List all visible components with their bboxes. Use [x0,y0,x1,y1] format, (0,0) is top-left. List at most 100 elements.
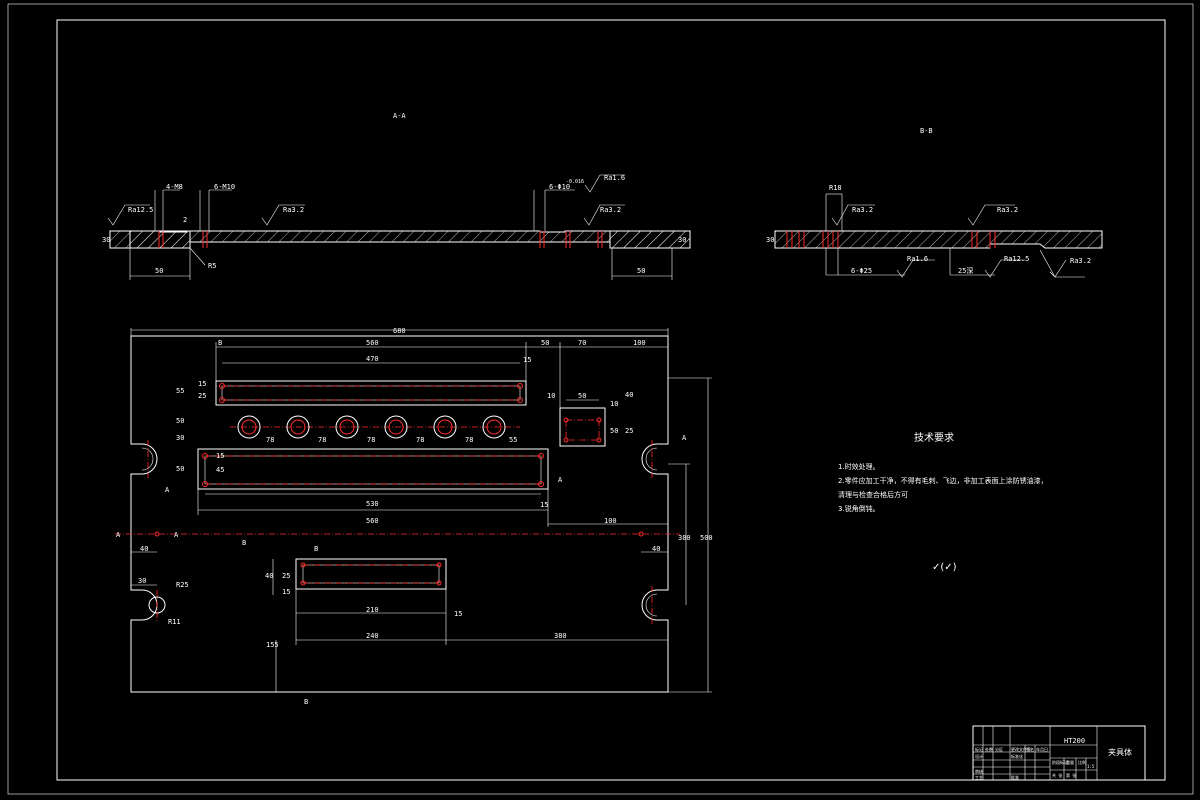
svg-text:Ra3.2: Ra3.2 [1070,257,1091,265]
svg-text:30: 30 [176,434,184,442]
svg-text:分区: 分区 [995,746,1003,752]
svg-text:210: 210 [366,606,379,614]
svg-text:阶段标记: 阶段标记 [1052,759,1068,765]
svg-text:Ra1.6: Ra1.6 [907,255,928,263]
section-bb: B-B R18 Ra3.2 Ra3.2 Ra1.6 Ra12.5 Ra3.2 6… [766,127,1103,278]
svg-text:25: 25 [198,392,206,400]
svg-text:清理与检查合格后方可: 清理与检查合格后方可 [838,490,908,499]
svg-text:10: 10 [547,392,555,400]
svg-text:380: 380 [554,632,567,640]
svg-text:380: 380 [678,534,691,542]
svg-text:签名: 签名 [1026,746,1034,752]
svg-text:1:5: 1:5 [1087,764,1095,769]
svg-text:40: 40 [265,572,273,580]
svg-text:15: 15 [216,452,224,460]
svg-text:500: 500 [700,534,713,542]
svg-text:HT200: HT200 [1064,737,1085,745]
svg-text:50: 50 [176,417,184,425]
svg-text:50: 50 [155,267,163,275]
svg-text:78: 78 [416,436,424,444]
svg-text:6-M10: 6-M10 [214,183,235,191]
svg-text:50: 50 [610,427,618,435]
svg-text:工艺: 工艺 [975,775,983,780]
tech-requirements: 技术要求 1.时效处理。 2.零件应加工干净，不得有毛刺、飞边，非加工表面上涂防… [838,431,1048,573]
svg-text:50: 50 [578,392,586,400]
svg-text:-0.016: -0.016 [566,179,584,185]
svg-text:50: 50 [176,465,184,473]
svg-text:R11: R11 [168,618,181,626]
svg-text:B: B [304,698,308,706]
svg-text:55: 55 [176,387,184,395]
svg-text:重量: 重量 [1066,759,1074,765]
svg-text:30: 30 [678,236,686,244]
svg-text:25: 25 [625,427,633,435]
svg-text:560: 560 [366,339,379,347]
plan-view: 680 560 470 15 50 70 100 55 15 25 50 30 … [115,327,713,706]
svg-text:100: 100 [604,517,617,525]
svg-text:100: 100 [633,339,646,347]
section-aa-label: A-A [393,112,406,120]
svg-text:25深: 25深 [958,266,973,275]
svg-text:15: 15 [523,356,531,364]
svg-text:年月日: 年月日 [1036,746,1048,752]
svg-text:50: 50 [637,267,645,275]
svg-text:240: 240 [366,632,379,640]
svg-text:680: 680 [393,327,406,335]
svg-text:45: 45 [216,466,224,474]
inner-frame [56,19,1166,781]
svg-text:15: 15 [198,380,206,388]
svg-text:✓(✓): ✓(✓) [932,562,957,573]
svg-text:B-B: B-B [920,127,933,135]
svg-text:155: 155 [266,641,279,649]
svg-text:A: A [165,486,170,494]
svg-text:78: 78 [367,436,375,444]
svg-text:A: A [558,476,563,484]
svg-text:78: 78 [318,436,326,444]
svg-text:审核: 审核 [975,768,983,774]
svg-text:Ra3.2: Ra3.2 [283,206,304,214]
svg-text:处数: 处数 [985,746,993,752]
title-block: HT200 夹具体 标记 处数 分区 更改文件号 签名 年月日 设计 标准化 审… [972,725,1146,781]
svg-text:3.锐角倒钝。: 3.锐角倒钝。 [838,504,880,513]
svg-text:共 张: 共 张 [1052,772,1062,778]
svg-text:530: 530 [366,500,379,508]
svg-text:A: A [174,531,179,539]
svg-text:设计: 设计 [975,753,983,759]
svg-text:Ra3.2: Ra3.2 [852,206,873,214]
svg-text:25: 25 [282,572,290,580]
svg-text:2: 2 [183,216,187,224]
svg-text:B: B [218,339,222,347]
svg-text:55: 55 [509,436,517,444]
svg-text:40: 40 [652,545,660,553]
svg-text:Ra1.6: Ra1.6 [604,174,625,182]
svg-text:470: 470 [366,355,379,363]
hole-row [237,415,506,439]
svg-text:4-M8: 4-M8 [166,183,183,191]
svg-text:30: 30 [102,236,110,244]
svg-text:标准化: 标准化 [1011,753,1023,759]
svg-text:15: 15 [282,588,290,596]
svg-text:30: 30 [766,236,774,244]
svg-text:30: 30 [138,577,146,585]
svg-text:78: 78 [465,436,473,444]
svg-text:70: 70 [578,339,586,347]
svg-text:标记: 标记 [975,746,983,752]
svg-text:1.时效处理。: 1.时效处理。 [838,462,880,471]
svg-text:R18: R18 [829,184,842,192]
svg-text:Ra12.5: Ra12.5 [128,206,153,214]
svg-text:10: 10 [610,400,618,408]
svg-text:批准: 批准 [1011,774,1019,780]
svg-text:2.零件应加工干净，不得有毛刺、飞边，非加工表面上涂防锈油漆: 2.零件应加工干净，不得有毛刺、飞边，非加工表面上涂防锈油漆， [838,476,1048,485]
svg-text:78: 78 [266,436,274,444]
svg-text:B: B [242,539,246,547]
svg-text:40: 40 [140,545,148,553]
svg-text:50: 50 [541,339,549,347]
svg-text:R25: R25 [176,581,189,589]
svg-text:Ra3.2: Ra3.2 [600,206,621,214]
svg-text:B: B [314,545,318,553]
svg-text:技术要求: 技术要求 [914,431,954,444]
svg-text:R5: R5 [208,262,216,270]
svg-text:15: 15 [540,501,548,509]
svg-text:Ra3.2: Ra3.2 [997,206,1018,214]
